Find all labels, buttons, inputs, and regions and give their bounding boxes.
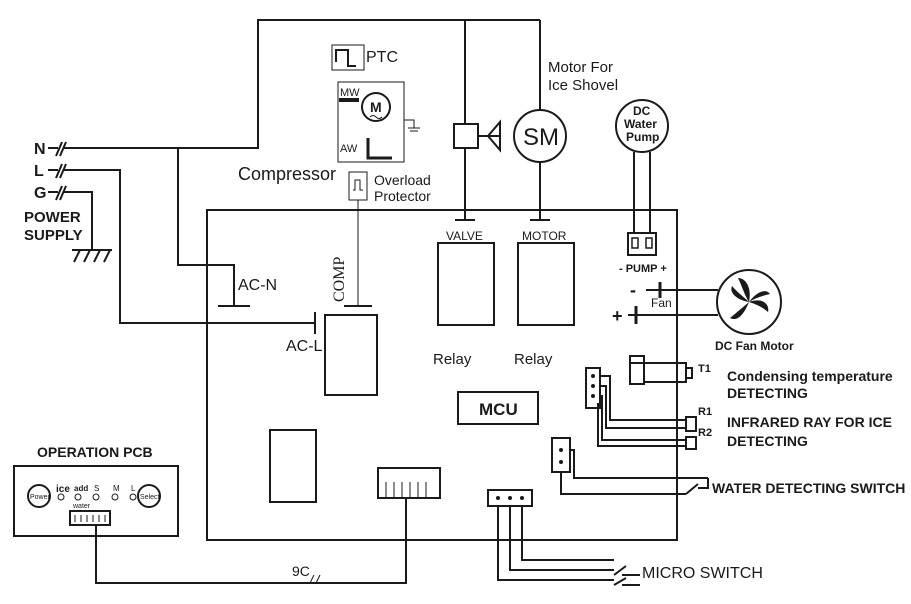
- terminal-n-label: N: [34, 141, 46, 158]
- led-add-label: add: [74, 484, 88, 493]
- led-s-label: S: [94, 484, 99, 493]
- micro-switch-label: MICRO SWITCH: [642, 565, 763, 582]
- pump-connector-label: - PUMP +: [619, 263, 667, 275]
- pump-pump-label: Pump: [626, 130, 659, 144]
- led-water-label: water: [72, 503, 91, 510]
- fan-motor-icon: [716, 269, 782, 335]
- comp-label: COMP: [331, 257, 348, 302]
- fan-plus-label: +: [612, 306, 623, 326]
- shovel-motor-symbol: SM: [523, 124, 559, 151]
- overload-label: Overload: [374, 172, 431, 188]
- compressor: PTC MW M AW Compressor Overload Protecto…: [238, 44, 431, 307]
- compressor-motor-label: M: [370, 99, 382, 115]
- operation-pcb-title: OPERATION PCB: [37, 444, 153, 460]
- fan-label: Fan: [651, 296, 672, 310]
- control-board: [206, 209, 678, 541]
- r1-label: R1: [698, 406, 712, 418]
- led-l-label: L: [131, 484, 136, 493]
- mw-label: MW: [340, 87, 360, 99]
- supply-label: SUPPLY: [24, 227, 83, 244]
- t1-label: T1: [698, 363, 711, 375]
- board-chip: [269, 429, 317, 503]
- fan-motor-label: DC Fan Motor: [715, 339, 794, 353]
- valve-label: VALVE: [446, 229, 483, 243]
- relay-2-label: Relay: [514, 351, 553, 368]
- r2-label: R2: [698, 427, 712, 439]
- water-switch-label: WATER DETECTING SWITCH: [712, 480, 905, 496]
- power-label: POWER: [24, 209, 81, 226]
- infrared-label: INFRARED RAY FOR ICE: [727, 414, 892, 430]
- select-button-icon[interactable]: [137, 484, 161, 508]
- select-button-label: Select: [140, 494, 160, 501]
- relay-1-label: Relay: [433, 351, 472, 368]
- condensing-detecting-label: DETECTING: [727, 385, 808, 401]
- comp-relay: [324, 314, 378, 396]
- power-supply: N L G POWER SUPPLY: [24, 19, 540, 334]
- display-connector: 9C: [95, 467, 441, 584]
- ptc-label: PTC: [366, 49, 398, 66]
- motor-label: MOTOR: [522, 229, 567, 243]
- terminal-g-label: G: [34, 185, 46, 202]
- sensor-wiring: T1 R1 R2 Condensing temperature DETECTIN…: [585, 355, 893, 450]
- water-pump: DC Water Pump - PUMP +: [615, 99, 669, 275]
- cable-9c-label: 9C: [292, 563, 310, 579]
- condensing-label: Condensing temperature: [727, 368, 893, 384]
- pump-water-label: Water: [624, 117, 657, 131]
- infrared-detecting-label: DETECTING: [727, 433, 808, 449]
- dc-fan: - Fan + DC Fan Motor: [612, 269, 794, 353]
- compressor-label: Compressor: [238, 164, 336, 184]
- ice-shovel-label: Ice Shovel: [548, 77, 618, 94]
- micro-switch: MICRO SWITCH: [487, 489, 763, 586]
- shovel-motor: SM Motor For Ice Shovel MOTOR Relay: [513, 20, 618, 368]
- ac-n-label: AC-N: [238, 277, 277, 294]
- water-valve: VALVE Relay: [433, 20, 501, 368]
- water-pump-icon: [615, 99, 669, 153]
- mcu-label: MCU: [479, 400, 518, 419]
- power-button-label: Power: [30, 494, 51, 501]
- motor-for-label: Motor For: [548, 59, 613, 76]
- protector-label: Protector: [374, 188, 431, 204]
- compressor-motor-icon: [361, 92, 391, 122]
- fan-minus-label: -: [630, 280, 636, 300]
- mcu-chip: [457, 391, 539, 425]
- led-ice-label: ice: [56, 484, 70, 495]
- operation-pcb: OPERATION PCB Power Select ice add S M L…: [13, 444, 179, 537]
- power-button-icon[interactable]: [27, 484, 51, 508]
- aw-label: AW: [340, 143, 358, 155]
- terminal-l-label: L: [34, 163, 44, 180]
- pump-dc-label: DC: [633, 104, 651, 118]
- led-m-label: M: [113, 484, 120, 493]
- water-detecting-switch: WATER DETECTING SWITCH: [551, 437, 905, 496]
- shovel-motor-icon: [513, 109, 567, 163]
- ac-l-label: AC-L: [286, 338, 323, 355]
